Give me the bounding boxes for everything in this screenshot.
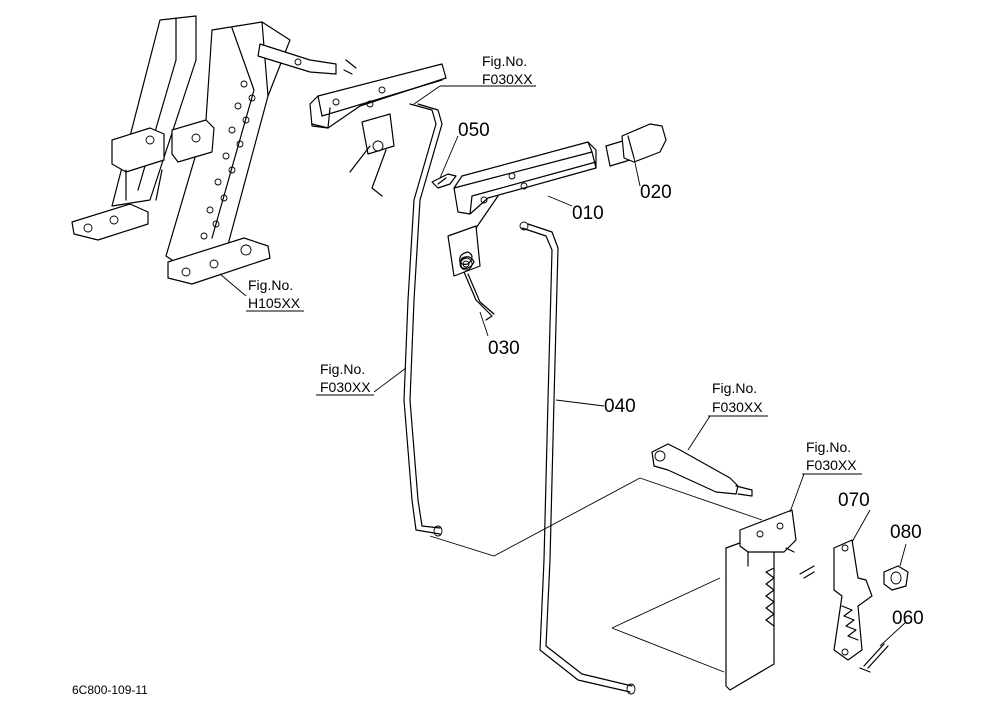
fig-ref-top-code: F030XX bbox=[482, 71, 533, 87]
fig-ref-right1: Fig.No. F030XX bbox=[708, 380, 768, 417]
fig-ref-left-label: Fig.No. bbox=[248, 277, 293, 293]
fig-ref-right2-label: Fig.No. bbox=[806, 439, 851, 455]
fig-ref-right1-label: Fig.No. bbox=[712, 380, 757, 396]
fig-ref-mid-code: F030XX bbox=[320, 379, 371, 395]
label-020: 020 bbox=[640, 182, 672, 203]
label-050: 050 bbox=[458, 120, 490, 141]
fig-ref-left-code: H105XX bbox=[248, 295, 301, 311]
fig-ref-top: Fig.No. F030XX bbox=[440, 53, 536, 87]
part-labels: 050 010 020 030 040 070 080 060 bbox=[458, 120, 924, 629]
label-080: 080 bbox=[890, 522, 922, 543]
leader-lines bbox=[219, 85, 907, 647]
fig-ref-left: Fig.No. H105XX bbox=[246, 277, 304, 312]
notch-plate-assembly bbox=[611, 443, 815, 691]
frame-assembly bbox=[71, 15, 357, 285]
fig-ref-mid: Fig.No. F030XX bbox=[316, 361, 374, 396]
nut-080 bbox=[883, 565, 909, 591]
rod-040 bbox=[519, 221, 636, 695]
fig-ref-mid-label: Fig.No. bbox=[320, 361, 365, 377]
fig-ref-right1-code: F030XX bbox=[712, 399, 763, 415]
pin-060 bbox=[859, 643, 889, 673]
label-030: 030 bbox=[488, 338, 520, 359]
ratchet-plate-070 bbox=[833, 539, 873, 661]
rod-linkage bbox=[403, 103, 641, 557]
grip-020 bbox=[605, 123, 667, 167]
fig-ref-top-label: Fig.No. bbox=[482, 53, 527, 69]
fig-ref-right2-code: F030XX bbox=[806, 457, 857, 473]
pivot-bracket bbox=[309, 63, 447, 197]
label-010: 010 bbox=[572, 203, 604, 224]
hand-lever-010 bbox=[447, 141, 597, 277]
drawing-code: 6C800-109-11 bbox=[72, 683, 148, 697]
fig-ref-right2: Fig.No. F030XX bbox=[802, 439, 862, 475]
spring-030 bbox=[459, 195, 499, 321]
label-040: 040 bbox=[604, 396, 636, 417]
clip-pin-050 bbox=[431, 173, 457, 189]
label-060: 060 bbox=[892, 608, 924, 629]
label-070: 070 bbox=[838, 490, 870, 511]
